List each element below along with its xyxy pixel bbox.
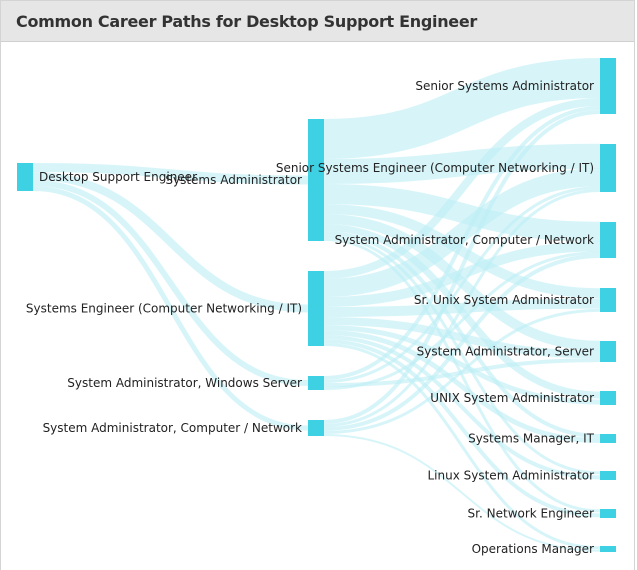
sankey-node-sm[interactable] <box>600 434 616 443</box>
sankey-link-se-lsa[interactable] <box>323 335 601 480</box>
sankey-link-sacn1-sacn2[interactable] <box>323 254 601 431</box>
sankey-node-lsa[interactable] <box>600 471 616 480</box>
node-label-sacn2: System Administrator, Computer / Network <box>335 233 594 247</box>
sankey-link-sa-ssa[interactable] <box>323 58 601 159</box>
node-label-sua: Sr. Unix System Administrator <box>414 293 594 307</box>
sankey-node-sua[interactable] <box>600 288 616 312</box>
node-label-om: Operations Manager <box>472 542 594 556</box>
node-label-sm: Systems Manager, IT <box>468 432 595 446</box>
sankey-link-sa-sse[interactable] <box>323 143 601 184</box>
sankey-node-sne[interactable] <box>600 509 616 518</box>
sankey-link-sacn1-sua[interactable] <box>323 308 601 434</box>
node-label-sa: Systems Administrator <box>165 173 302 187</box>
sankey-node-ua[interactable] <box>600 391 616 405</box>
node-label-sne: Sr. Network Engineer <box>468 507 595 521</box>
sankey-link-sa-sacn2[interactable] <box>323 184 601 242</box>
node-label-se: Systems Engineer (Computer Networking / … <box>26 302 302 316</box>
sankey-node-saws[interactable] <box>308 376 324 390</box>
sankey-link-dse-saws[interactable] <box>32 180 309 386</box>
sankey-link-se-sm[interactable] <box>323 330 601 443</box>
sankey-node-sacn1[interactable] <box>308 420 324 436</box>
sankey-link-se-sse[interactable] <box>323 168 601 297</box>
sankey-link-se-ua[interactable] <box>323 325 601 405</box>
sankey-node-sse[interactable] <box>600 144 616 192</box>
sankey-link-dse-se[interactable] <box>32 172 309 313</box>
sankey-link-se-sacn2[interactable] <box>323 241 601 307</box>
node-label-sse: Senior Systems Engineer (Computer Networ… <box>276 161 594 175</box>
node-label-dse: Desktop Support Engineer <box>39 170 197 184</box>
sankey-link-sa-sua[interactable] <box>323 204 601 299</box>
sankey-link-sacn1-om[interactable] <box>323 434 601 552</box>
node-label-ua: UNIX System Administrator <box>430 391 594 405</box>
node-label-ssa: Senior Systems Administrator <box>415 79 594 93</box>
node-label-lsa: Linux System Administrator <box>427 469 594 483</box>
sankey-link-se-sne[interactable] <box>323 339 601 518</box>
sankey-node-sa[interactable] <box>308 119 324 241</box>
sankey-node-ssa[interactable] <box>600 58 616 114</box>
sankey-node-se[interactable] <box>308 271 324 346</box>
sankey-node-om[interactable] <box>600 546 616 552</box>
sankey-link-sacn1-ssa[interactable] <box>323 110 601 424</box>
node-label-sacn1: System Administrator, Computer / Network <box>43 421 302 435</box>
sankey-link-se-om[interactable] <box>323 343 601 550</box>
node-label-sas: System Administrator, Server <box>417 345 594 359</box>
sankey-link-saws-sse[interactable] <box>323 186 601 383</box>
sankey-node-sas[interactable] <box>600 341 616 362</box>
sankey-link-se-ssa[interactable] <box>323 98 601 279</box>
sankey-link-dse-sa[interactable] <box>32 163 309 185</box>
panel-title: Common Career Paths for Desktop Support … <box>16 11 477 31</box>
sankey-link-sa-sne[interactable] <box>323 238 601 513</box>
sankey-link-se-sas[interactable] <box>323 317 601 359</box>
sankey-link-dse-sacn1[interactable] <box>32 186 309 431</box>
sankey-link-saws-ssa[interactable] <box>323 106 601 380</box>
sankey-link-sacn1-sse[interactable] <box>323 189 601 427</box>
sankey-link-saws-sacn2[interactable] <box>323 251 601 390</box>
sankey-node-dse[interactable] <box>17 163 33 191</box>
panel-header: Common Career Paths for Desktop Support … <box>1 1 634 42</box>
sankey-link-sa-lsa[interactable] <box>323 235 601 475</box>
node-label-saws: System Administrator, Windows Server <box>67 376 302 390</box>
sankey-node-sacn2[interactable] <box>600 222 616 258</box>
